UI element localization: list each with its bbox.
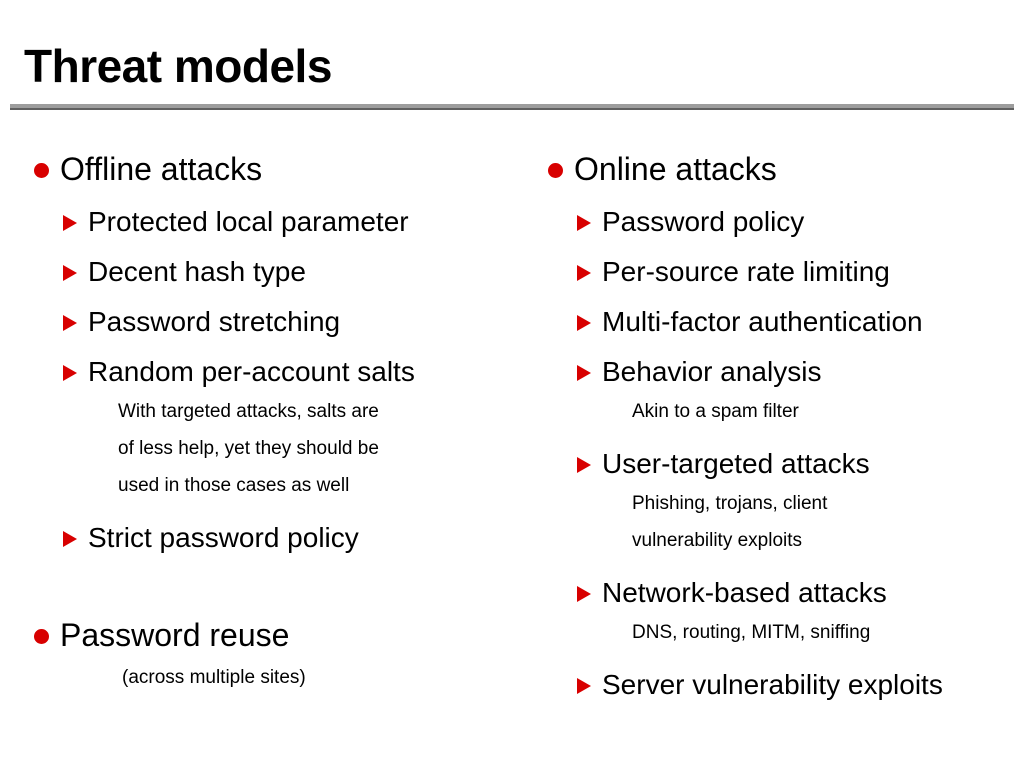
note-text: Phishing, trojans, client — [632, 493, 828, 514]
triangle-bullet-icon — [63, 315, 77, 331]
triangle-bullet-icon — [63, 215, 77, 231]
note-text: vulnerability exploits — [632, 530, 803, 551]
note-text: of less help, yet they should be — [118, 438, 379, 459]
bullet-label: Server vulnerability exploits — [602, 669, 943, 700]
bullet-online-attacks: Online attacks — [540, 150, 1014, 188]
note-text: (across multiple sites) — [122, 667, 306, 688]
triangle-bullet-icon — [63, 531, 77, 547]
note-across-multiple-sites: (across multiple sites) — [26, 659, 496, 696]
triangle-bullet-icon — [577, 457, 591, 473]
bullet-label: Online attacks — [574, 151, 777, 187]
note-salts-line-1: With targeted attacks, salts are — [26, 393, 496, 430]
disc-bullet-icon — [548, 163, 563, 178]
bullet-per-source-rate-limiting: Per-source rate limiting — [540, 255, 1014, 288]
bullet-label: Password reuse — [60, 617, 290, 653]
bullet-user-targeted-attacks: User-targeted attacks — [540, 447, 1014, 480]
title-divider — [10, 104, 1014, 110]
bullet-label: Protected local parameter — [88, 206, 409, 237]
bullet-label: Decent hash type — [88, 256, 306, 287]
bullet-decent-hash-type: Decent hash type — [26, 255, 496, 288]
slide-title: Threat models — [24, 40, 332, 92]
note-text: With targeted attacks, salts are — [118, 401, 379, 422]
note-salts-line-2: of less help, yet they should be — [26, 430, 496, 467]
bullet-strict-password-policy: Strict password policy — [26, 521, 496, 554]
triangle-bullet-icon — [577, 586, 591, 602]
right-column: Online attacks Password policy Per-sourc… — [540, 150, 1014, 701]
content-columns: Offline attacks Protected local paramete… — [0, 150, 1024, 760]
disc-bullet-icon — [34, 629, 49, 644]
triangle-bullet-icon — [577, 215, 591, 231]
bullet-offline-attacks: Offline attacks — [26, 150, 496, 188]
triangle-bullet-icon — [577, 678, 591, 694]
left-column: Offline attacks Protected local paramete… — [26, 150, 496, 696]
bullet-label: Offline attacks — [60, 151, 263, 187]
disc-bullet-icon — [34, 163, 49, 178]
bullet-password-stretching: Password stretching — [26, 305, 496, 338]
bullet-label: Per-source rate limiting — [602, 256, 890, 287]
triangle-bullet-icon — [63, 365, 77, 381]
note-phishing-line-1: Phishing, trojans, client — [540, 485, 1014, 522]
bullet-label: Network-based attacks — [602, 577, 887, 608]
bullet-server-vulnerability-exploits: Server vulnerability exploits — [540, 668, 1014, 701]
note-dns-routing-mitm-sniffing: DNS, routing, MITM, sniffing — [540, 614, 1014, 651]
bullet-protected-local-parameter: Protected local parameter — [26, 205, 496, 238]
bullet-password-reuse: Password reuse — [26, 616, 496, 654]
bullet-label: Multi-factor authentication — [602, 306, 923, 337]
bullet-label: Password policy — [602, 206, 805, 237]
bullet-multi-factor-authentication: Multi-factor authentication — [540, 305, 1014, 338]
note-akin-to-spam-filter: Akin to a spam filter — [540, 393, 1014, 430]
bullet-label: Random per-account salts — [88, 356, 415, 387]
triangle-bullet-icon — [577, 315, 591, 331]
bullet-label: Strict password policy — [88, 522, 359, 553]
note-salts-line-3: used in those cases as well — [26, 467, 496, 504]
bullet-label: Behavior analysis — [602, 356, 822, 387]
bullet-password-policy: Password policy — [540, 205, 1014, 238]
triangle-bullet-icon — [577, 365, 591, 381]
title-divider-dark — [10, 108, 1014, 110]
bullet-network-based-attacks: Network-based attacks — [540, 576, 1014, 609]
title-divider-light — [10, 104, 1014, 108]
triangle-bullet-icon — [63, 265, 77, 281]
bullet-label: Password stretching — [88, 306, 341, 337]
bullet-label: User-targeted attacks — [602, 448, 870, 479]
triangle-bullet-icon — [577, 265, 591, 281]
bullet-random-per-account-salts: Random per-account salts — [26, 355, 496, 388]
note-text: DNS, routing, MITM, sniffing — [632, 622, 871, 643]
note-text: used in those cases as well — [118, 475, 350, 496]
note-phishing-line-2: vulnerability exploits — [540, 522, 1014, 559]
bullet-behavior-analysis: Behavior analysis — [540, 355, 1014, 388]
note-text: Akin to a spam filter — [632, 401, 799, 422]
